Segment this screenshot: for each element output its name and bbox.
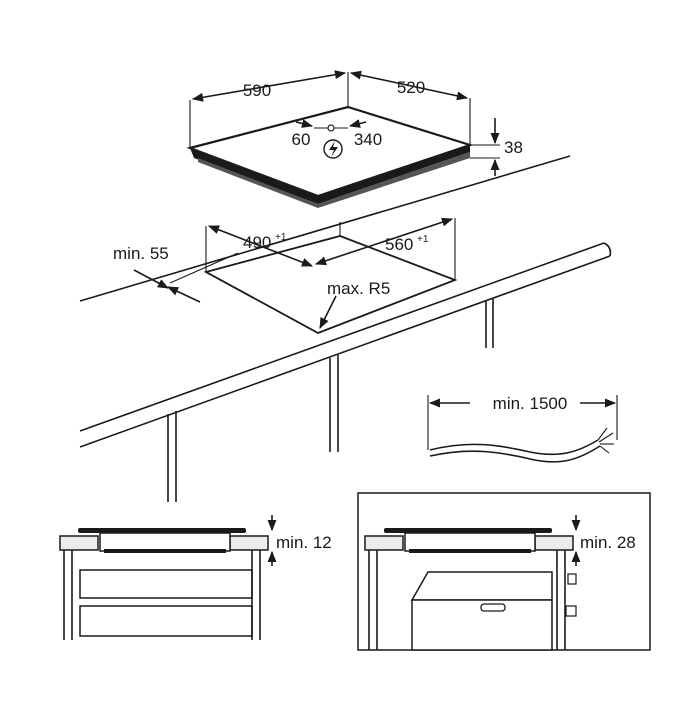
power-lightning-icon bbox=[323, 139, 343, 159]
hob-height-label: 38 bbox=[504, 138, 523, 157]
cutout-width-label: 560 bbox=[385, 235, 413, 254]
hob-depth-label: 590 bbox=[243, 81, 271, 100]
cutout-width-tolerance: +1 bbox=[417, 234, 429, 245]
hob-dimensions bbox=[189, 70, 500, 176]
cable-length-label: min. 1500 bbox=[493, 394, 568, 413]
cable-right-label: 340 bbox=[354, 130, 382, 149]
cutout-depth-label: 490 bbox=[243, 233, 271, 252]
cutout-depth-tolerance: +1 bbox=[275, 232, 287, 243]
drawer-clearance-label: min. 12 bbox=[276, 533, 332, 552]
oven-installation bbox=[357, 492, 651, 651]
corner-radius-label: max. R5 bbox=[327, 279, 390, 298]
cable-left-label: 60 bbox=[292, 130, 311, 149]
worktop bbox=[79, 155, 612, 502]
worktop-cutout bbox=[133, 217, 458, 334]
power-cable bbox=[427, 395, 618, 463]
hob-width-label: 520 bbox=[397, 78, 425, 97]
oven-clearance-label: min. 28 bbox=[580, 533, 636, 552]
front-clearance-label: min. 55 bbox=[113, 244, 169, 263]
drawer-installation bbox=[59, 515, 277, 640]
